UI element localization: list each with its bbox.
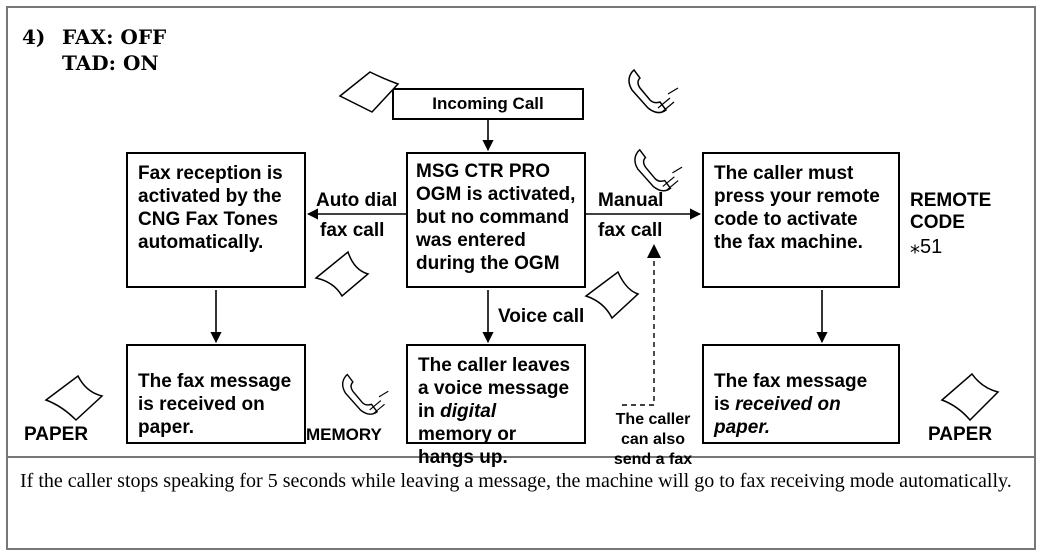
diagram-frame	[6, 6, 1036, 550]
also-fax-label: The caller can also send a fax	[613, 411, 693, 468]
handset-icon	[628, 68, 679, 114]
voice-message-tail: memory or hangs up.	[418, 424, 517, 468]
paper-icon	[314, 250, 370, 298]
tad-status: TAD: ON	[62, 51, 159, 75]
handset-icon	[341, 373, 389, 415]
right-top-box: The caller must press your remote code t…	[702, 152, 900, 288]
manual-fax-call-label: fax call	[598, 220, 663, 241]
voice-call-label: Voice call	[498, 306, 585, 327]
paper-right-label: PAPER	[928, 424, 993, 445]
manual-label: Manual	[598, 190, 664, 211]
divider-line	[6, 456, 1036, 458]
left-bottom-box: The fax message is received on paper.	[126, 344, 306, 444]
memory-label: MEMORY	[306, 425, 382, 444]
remote-code-label: REMOTE CODE	[910, 190, 992, 233]
paper-icon	[338, 71, 400, 113]
auto-fax-call-label: fax call	[320, 220, 385, 241]
fax-message-text: The fax message is	[714, 371, 868, 415]
received-on-paper-emphasis: received on paper.	[714, 394, 841, 438]
paper-left-label: PAPER	[24, 424, 89, 445]
digital-emphasis: digital	[440, 401, 497, 422]
fax-status: FAX: OFF	[62, 25, 167, 49]
center-box: MSG CTR PRO OGM is activated, but no com…	[406, 152, 586, 288]
paper-icon	[44, 374, 104, 422]
incoming-call-box: Incoming Call	[392, 88, 584, 120]
section-number: 4)	[22, 25, 46, 49]
footnote-text: If the caller stops speaking for 5 secon…	[20, 470, 1012, 492]
paper-icon	[940, 372, 1000, 422]
voice-message-text: The caller leaves a voice message in	[418, 355, 571, 422]
left-top-box: Fax reception is activated by the CNG Fa…	[126, 152, 306, 288]
dashed-arrow-head	[647, 244, 661, 258]
paper-icon	[584, 270, 640, 320]
dashed-fax-path	[622, 248, 655, 406]
right-bottom-box: The fax message is received on paper.	[702, 344, 900, 444]
center-bottom-box: The caller leaves a voice message in dig…	[406, 344, 586, 468]
auto-dial-label: Auto dial	[316, 190, 398, 211]
handset-icon	[634, 148, 683, 192]
remote-code-value: ⁎51	[910, 236, 943, 258]
